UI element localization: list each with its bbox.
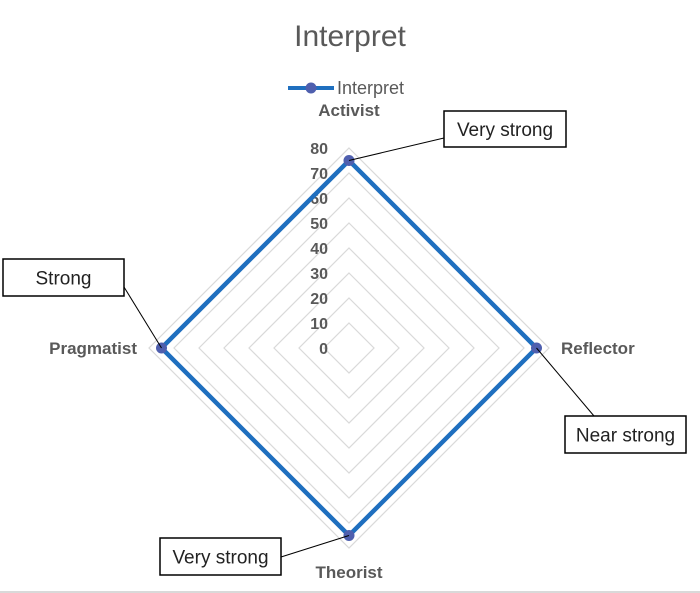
- series-interpret: [156, 155, 542, 541]
- radial-tick-label: 30: [310, 266, 328, 283]
- legend-series-label: Interpret: [337, 78, 404, 98]
- gridline-ring: [323, 322, 375, 374]
- callout-box-reflector: [564, 415, 687, 454]
- gridline-ring: [198, 197, 500, 499]
- callout-box-activist: [443, 110, 567, 148]
- radial-tick-label: 80: [310, 141, 328, 158]
- category-label-activist: Activist: [318, 101, 380, 120]
- radial-tick-label: 40: [310, 241, 328, 258]
- radial-tick-label: 0: [319, 341, 328, 358]
- category-label-pragmatist: Pragmatist: [49, 339, 137, 358]
- gridline-ring: [223, 222, 475, 474]
- bottom-divider: [0, 591, 700, 593]
- chart-title: Interpret: [294, 20, 406, 53]
- radial-tick-label: 10: [310, 316, 328, 333]
- legend-series-marker: [305, 82, 317, 94]
- gridline-ring: [148, 147, 550, 549]
- callout-label-activist: Very strong: [457, 120, 553, 141]
- callout-leader-activist: [348, 137, 445, 161]
- series-line: [158, 157, 540, 539]
- callout-label-theorist: Very strong: [172, 548, 268, 569]
- callout-box-theorist: [159, 537, 282, 576]
- gridline-ring: [248, 247, 450, 449]
- category-label-theorist: Theorist: [315, 563, 382, 582]
- callout-leader-pragmatist: [123, 286, 162, 349]
- radar-gridlines: [148, 147, 550, 549]
- legend: Interpret: [288, 78, 404, 98]
- callout-leader-theorist: [280, 535, 350, 558]
- callout-label-reflector: Near strong: [576, 426, 675, 447]
- gridline-ring: [273, 272, 425, 424]
- radial-tick-label: 20: [310, 291, 328, 308]
- callout-leader-reflector: [536, 347, 595, 417]
- callout-label-pragmatist: Strong: [36, 269, 92, 290]
- callout-box-pragmatist: [2, 258, 125, 297]
- gridline-ring: [173, 172, 525, 524]
- category-label-reflector: Reflector: [561, 339, 635, 358]
- radial-tick-label: 70: [310, 166, 328, 183]
- radial-tick-label: 50: [310, 216, 328, 233]
- gridline-ring: [298, 297, 400, 399]
